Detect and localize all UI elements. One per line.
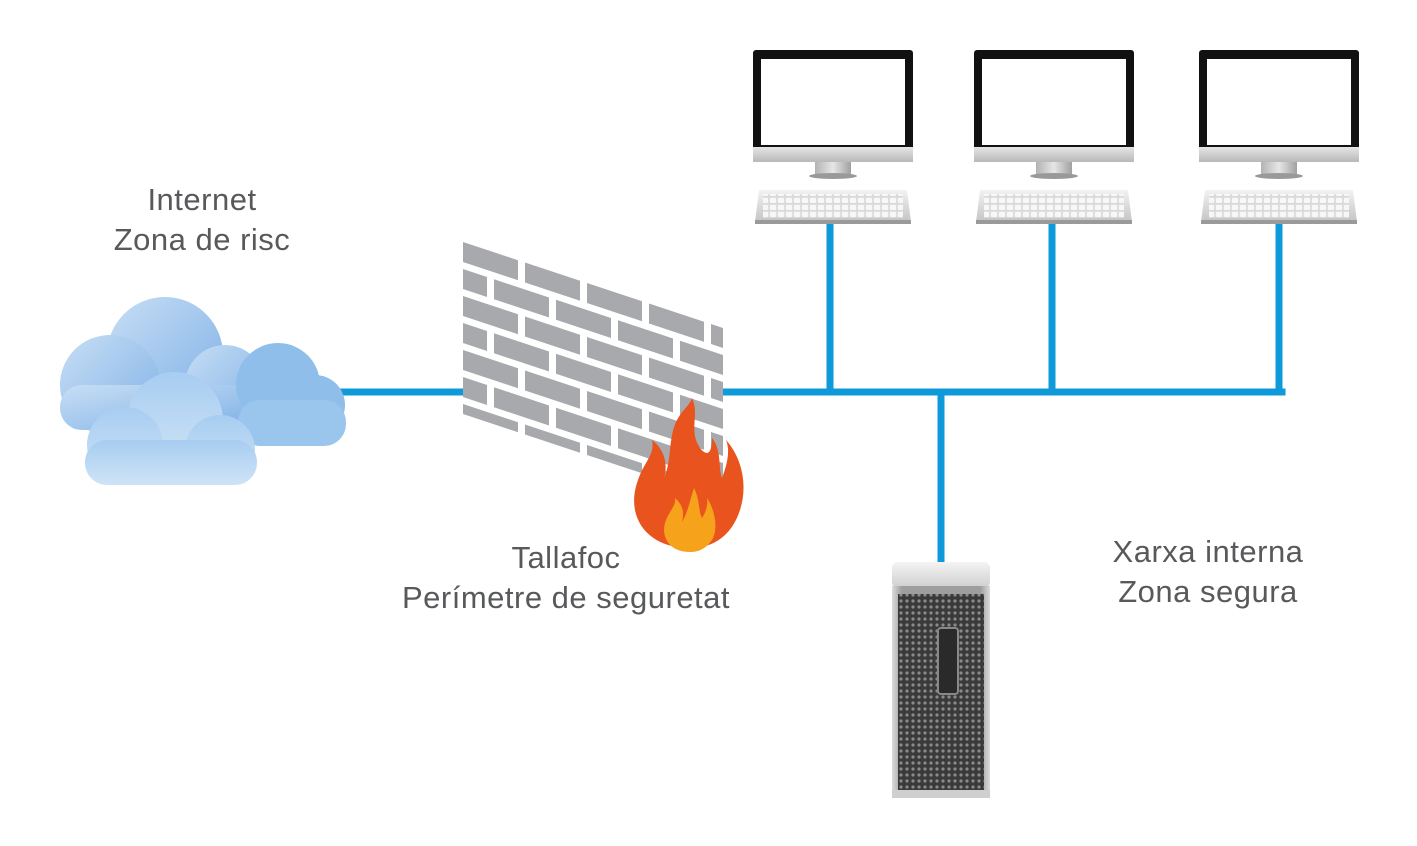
firewall-label-line1: Tallafoc [511, 540, 621, 575]
internal-label-line2: Zona segura [1118, 574, 1298, 609]
workstation-2 [974, 50, 1134, 224]
network-cables [306, 222, 1286, 566]
internal-label-line1: Xarxa interna [1112, 534, 1304, 569]
internet-label-line1: Internet [147, 182, 257, 217]
firewall-label-line2: Perímetre de seguretat [401, 580, 731, 615]
keyboard-icon [755, 190, 911, 224]
internal-network-label: Xarxa interna Zona segura [1088, 532, 1328, 612]
internet-label-line2: Zona de risc [113, 222, 291, 257]
cloud-icon [60, 297, 346, 485]
workstation-3 [1199, 50, 1359, 224]
monitor-icon [1199, 50, 1359, 179]
internet-label: Internet Zona de risc [82, 180, 322, 260]
server-tower-icon [892, 562, 990, 798]
flame-icon [634, 398, 744, 552]
monitor-icon [753, 50, 913, 179]
workstation-1 [753, 50, 913, 224]
keyboard-icon [976, 190, 1132, 224]
monitor-icon [974, 50, 1134, 179]
keyboard-icon [1201, 190, 1357, 224]
firewall-label: Tallafoc Perímetre de seguretat [366, 538, 766, 618]
